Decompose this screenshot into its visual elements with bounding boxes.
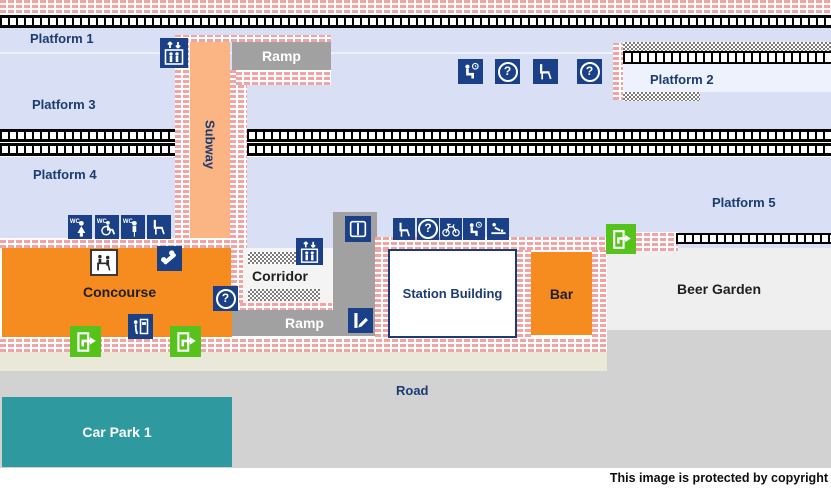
track-middle-2-right [247, 143, 831, 156]
toilet-male-icon: WC [121, 215, 145, 239]
building-wall-top [375, 237, 607, 250]
beer-garden-label: Beer Garden [676, 281, 762, 297]
track-middle-1-right [247, 129, 831, 142]
ramp-top-wall [236, 70, 331, 85]
platform-5-label: Platform 5 [712, 195, 776, 210]
subway-label-box: Subway [190, 42, 230, 248]
telephone-icon [157, 246, 182, 271]
exit-icon [170, 326, 201, 357]
help-point-icon: ? [417, 218, 439, 240]
bar-label: Bar [549, 285, 574, 302]
ticket-machine-icon [128, 314, 153, 339]
card-device-icon [348, 308, 373, 333]
exit-icon [606, 224, 636, 254]
platform-5-wall [636, 232, 678, 251]
car-park-area: Car Park 1 [2, 397, 232, 467]
platform-2-fence-top [623, 42, 831, 51]
road-label: Road [396, 383, 429, 398]
track-middle-2-left [0, 143, 175, 156]
toilet-female-icon: WC [68, 215, 92, 239]
track-top [0, 15, 831, 28]
subway-label: Subway [202, 120, 218, 170]
wall-bottom [0, 337, 607, 352]
copyright-notice: This image is protected by copyright [609, 471, 828, 485]
car-park-label: Car Park 1 [82, 424, 152, 440]
bar-area: Bar [531, 252, 592, 335]
svg-text:WC: WC [123, 219, 134, 225]
svg-text:WC: WC [97, 219, 108, 225]
seat-icon [147, 215, 171, 239]
platform-2-wall [613, 43, 623, 100]
ticket-gates-icon [345, 216, 371, 242]
ramp-bottom-label: Ramp [285, 315, 324, 331]
help-point-icon: ? [577, 59, 602, 84]
ticket-office-icon [90, 249, 118, 276]
pavement-area [0, 352, 607, 371]
waiting-room-icon [463, 218, 485, 240]
corridor-label: Corridor [252, 268, 308, 284]
station-building: Station Building [388, 249, 517, 338]
waiting-room-icon [458, 59, 483, 84]
concourse-label: Concourse [83, 284, 157, 300]
help-point-icon: ? [213, 286, 238, 311]
platform-2-fence-bottom [623, 92, 700, 101]
toilet-accessible-icon: WC [95, 215, 119, 239]
platform-2-track [623, 51, 831, 64]
building-wall-mid [517, 250, 531, 337]
platform-2-area [623, 64, 831, 92]
platform-2-label: Platform 2 [650, 72, 714, 87]
road-area-right [607, 330, 831, 468]
subway-wall-top [175, 35, 331, 42]
exit-icon [70, 326, 101, 357]
cycle-storage-icon [440, 218, 462, 240]
corridor-wall-bottom [232, 303, 332, 311]
subway-wall-right [230, 70, 247, 248]
track-bottom-right [676, 233, 831, 244]
help-point-icon: ? [495, 59, 520, 84]
platform-1-label: Platform 1 [30, 31, 94, 46]
seat-icon [393, 218, 415, 240]
building-wall-right [592, 250, 607, 337]
subway-area [190, 42, 230, 248]
track-middle-1-left [0, 129, 175, 142]
station-building-label: Station Building [402, 286, 503, 301]
lift-icon [160, 38, 188, 68]
concourse-wall-top [0, 238, 232, 248]
subway-wall-left [175, 42, 190, 248]
ramp-top-label: Ramp [262, 48, 301, 64]
wall-top [0, 0, 831, 13]
building-wall-left [375, 250, 388, 337]
ramp-top-area: Ramp [232, 42, 331, 70]
seat-icon [533, 59, 558, 84]
beer-garden-area: Beer Garden [607, 248, 831, 330]
corridor-fence-bottom [248, 289, 320, 301]
platform-4-label: Platform 4 [33, 167, 97, 182]
svg-text:WC: WC [70, 219, 81, 225]
lift-icon [296, 238, 323, 265]
platform-3-label: Platform 3 [32, 97, 96, 112]
baby-change-icon [487, 218, 509, 240]
